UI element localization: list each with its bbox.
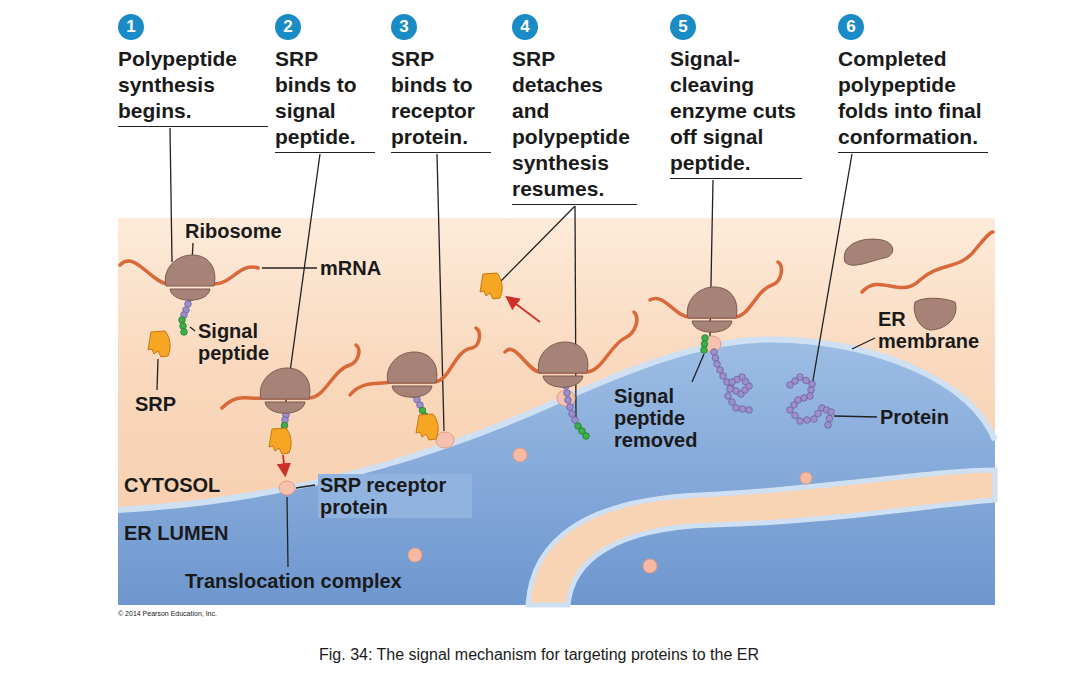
amino-acid-bead	[564, 390, 571, 397]
amino-acid-bead	[185, 301, 192, 308]
amino-acid-bead	[809, 381, 816, 388]
part-label: Ribosome	[185, 220, 282, 242]
srp-particles	[148, 273, 502, 454]
amino-acid-bead	[804, 417, 811, 424]
region-label: CYTOSOL	[124, 474, 220, 496]
amino-acid-bead	[572, 417, 579, 424]
amino-acid-bead	[711, 349, 718, 356]
callout-number: 2	[275, 14, 301, 40]
leader-line	[500, 206, 575, 282]
amino-acid-bead	[712, 355, 719, 362]
callout-number: 4	[512, 14, 538, 40]
step-text: SRP binds to signal peptide.	[275, 46, 375, 153]
callout-number: 3	[391, 14, 417, 40]
amino-acid-bead	[787, 407, 794, 414]
amino-acid-bead	[567, 404, 574, 411]
signal-bead	[701, 341, 708, 348]
step-text: Completed polypeptide folds into final c…	[838, 46, 988, 153]
callout-number-text: 1	[126, 17, 135, 37]
callout-number: 5	[670, 14, 696, 40]
amino-acid-bead	[569, 411, 576, 418]
amino-acid-bead	[803, 377, 810, 384]
part-label: ER membrane	[878, 308, 988, 352]
amino-acid-bead	[727, 386, 734, 393]
signal-bead	[180, 323, 187, 330]
mrna-strands	[120, 232, 993, 408]
callout-number-text: 3	[399, 17, 408, 37]
amino-acid-bead	[746, 407, 753, 414]
part-label: SRP receptor protein	[318, 474, 472, 518]
callout-number: 1	[118, 14, 144, 40]
movement-arrows	[283, 298, 540, 474]
step-text: Polypeptide synthesis begins.	[118, 46, 268, 127]
part-label: Signal peptide removed	[614, 385, 706, 451]
leader-line	[437, 154, 444, 431]
ribosomes	[165, 239, 956, 413]
amino-acid-bead	[825, 422, 832, 429]
callout-number-text: 6	[846, 17, 855, 37]
amino-acid-bead	[717, 367, 724, 374]
copyright-note: © 2014 Pearson Education, Inc.	[118, 609, 217, 619]
region-label: ER LUMEN	[124, 522, 228, 544]
er-lumen	[118, 339, 995, 605]
leader-line	[296, 485, 315, 488]
amino-acid-bead	[565, 397, 572, 404]
signal-bead	[702, 335, 709, 342]
part-label: mRNA	[320, 257, 381, 279]
amino-acid-bead	[714, 361, 721, 368]
leader-line	[692, 354, 704, 382]
amino-acid-bead	[801, 395, 808, 402]
callout-number-text: 2	[283, 17, 292, 37]
cytosol-gap	[528, 470, 995, 605]
amino-acid-bead	[808, 387, 815, 394]
part-label: Translocation complex	[185, 570, 402, 592]
callout-number-text: 4	[520, 17, 529, 37]
callout-number: 6	[838, 14, 864, 40]
leader-line	[287, 497, 288, 567]
amino-acid-bead	[792, 412, 799, 419]
leader-line	[190, 327, 195, 331]
signal-bead	[583, 433, 590, 440]
amino-acid-bead	[739, 406, 746, 413]
amino-acid-bead	[733, 405, 740, 412]
leader-line	[812, 154, 852, 386]
step-text: SRP binds to receptor protein.	[391, 46, 491, 153]
part-label: SRP	[135, 393, 176, 415]
signal-bead	[701, 347, 708, 354]
translocation-complexes	[279, 336, 721, 495]
amino-acid-bead	[729, 379, 736, 386]
amino-acid-bead	[725, 393, 732, 400]
amino-acid-bead	[720, 373, 727, 380]
leader-line	[262, 267, 317, 268]
part-label: Protein	[880, 406, 949, 428]
amino-acid-bead	[797, 418, 804, 425]
leader-line	[157, 359, 158, 390]
figure-caption: Fig. 34: The signal mechanism for target…	[0, 646, 1078, 664]
amino-acid-bead	[828, 409, 835, 416]
signal-bead	[179, 317, 186, 324]
cytosol-ground	[118, 218, 995, 605]
step-text: SRP detaches and polypeptide synthesis r…	[512, 46, 637, 205]
amino-acid-bead	[797, 374, 804, 381]
leader-line	[852, 338, 875, 349]
step-text: Signal-cleaving enzyme cuts off signal p…	[670, 46, 802, 179]
amino-acid-bead	[807, 393, 814, 400]
amino-acid-bead	[729, 399, 736, 406]
leader-line	[575, 206, 576, 420]
callout-number-text: 5	[678, 17, 687, 37]
leader-line	[834, 416, 877, 417]
amino-acid-bead	[728, 385, 735, 392]
part-label: Signal peptide	[198, 320, 288, 364]
signal-bead	[181, 329, 188, 336]
leader-line	[170, 128, 172, 262]
amino-acid-bead	[826, 415, 833, 422]
